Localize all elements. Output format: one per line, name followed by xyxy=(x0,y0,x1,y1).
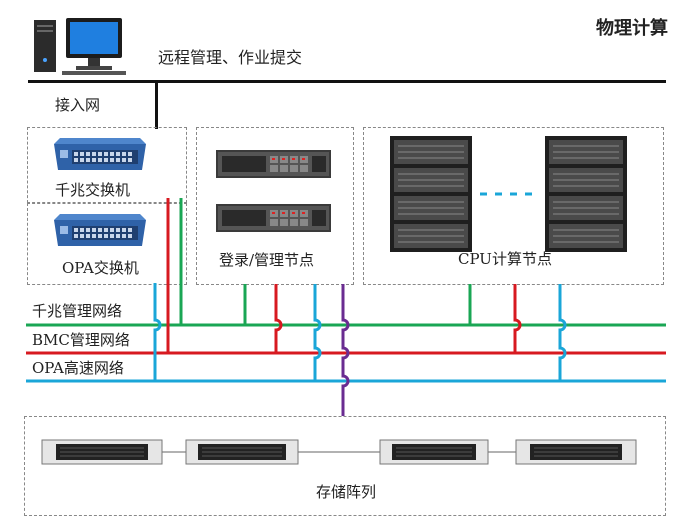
opa-switch-icon xyxy=(54,214,146,246)
access-backbone xyxy=(28,80,666,83)
bmc-network-label: BMC管理网络 xyxy=(32,331,130,349)
ellipsis-dashes xyxy=(480,192,538,196)
gigabit-switch-label: 千兆交换机 xyxy=(55,181,131,199)
workstation-icon xyxy=(34,18,126,75)
cpu-node-label: CPU计算节点 xyxy=(458,250,552,268)
login-node-label: 登录/管理节点 xyxy=(219,251,315,269)
opa-switch-label: OPA交换机 xyxy=(62,259,139,277)
cpu-rack-icon xyxy=(545,136,627,252)
gigabit-switch-box xyxy=(27,127,187,203)
gigabit-network-label: 千兆管理网络 xyxy=(32,302,123,320)
access-uplink xyxy=(155,83,158,129)
storage-box xyxy=(24,416,666,516)
opa-network-label: OPA高速网络 xyxy=(32,359,124,377)
remote-mgmt-label: 远程管理、作业提交 xyxy=(158,48,303,67)
login-server-icon xyxy=(216,204,331,232)
storage-label: 存储阵列 xyxy=(316,483,377,501)
access-network-label: 接入网 xyxy=(55,96,101,114)
login-server-icon xyxy=(216,150,331,178)
cpu-rack-icon xyxy=(390,136,472,252)
page-title: 物理计算 xyxy=(596,18,668,39)
opa-switch-box xyxy=(27,203,187,285)
gigabit-switch-icon xyxy=(54,138,146,170)
